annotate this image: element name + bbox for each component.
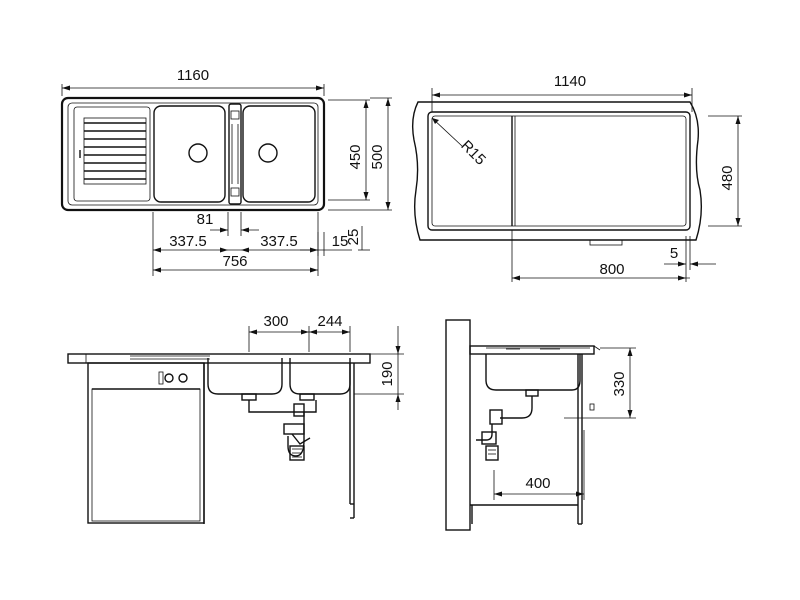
drain-left	[188, 143, 208, 163]
drainer-grooves	[83, 117, 147, 185]
dim-15: 15	[332, 233, 349, 250]
side-bowl	[485, 354, 581, 391]
side-worktop	[469, 345, 595, 355]
wall	[445, 319, 471, 531]
dim-500: 500	[369, 144, 386, 169]
dim-330: 330	[611, 371, 628, 396]
bowl-left	[153, 105, 226, 203]
drainer-area	[73, 106, 151, 202]
worktop-outline	[411, 101, 703, 241]
front-view: 300 244 190	[67, 313, 404, 524]
dim-756: 756	[222, 253, 247, 270]
dishwasher	[87, 362, 205, 524]
dim-r15: R15	[457, 137, 488, 168]
bowl-right	[242, 105, 316, 203]
dim-25: 25	[345, 229, 362, 246]
center-divider	[228, 103, 242, 205]
dim-1160: 1160	[177, 67, 209, 84]
front-bowl-right	[289, 358, 351, 395]
dim-450: 450	[347, 144, 364, 169]
dim-244: 244	[317, 313, 342, 330]
dim-5: 5	[670, 245, 678, 262]
worktop	[67, 353, 371, 364]
dishwasher-knob-1	[164, 373, 174, 383]
dim-190: 190	[379, 361, 396, 386]
cutout-inner	[431, 115, 687, 227]
dim-800: 800	[599, 261, 624, 278]
dim-1140: 1140	[554, 73, 586, 90]
cutout-rect	[427, 111, 691, 231]
sink-inner-rim	[67, 102, 319, 206]
dim-337-left: 337.5	[169, 233, 207, 250]
dim-400: 400	[525, 475, 550, 492]
drain-right	[258, 143, 278, 163]
dim-81: 81	[197, 211, 214, 228]
cutout-view: R15 1140 480 800 5	[411, 73, 742, 282]
dim-480: 480	[719, 165, 736, 190]
side-view: 330 400	[445, 319, 636, 531]
dim-300: 300	[263, 313, 288, 330]
dishwasher-knob-2	[178, 373, 188, 383]
sink-outline	[60, 96, 326, 212]
dim-337-right: 337.5	[260, 233, 298, 250]
top-view: 1160 450 500 25 15 81	[60, 67, 392, 276]
